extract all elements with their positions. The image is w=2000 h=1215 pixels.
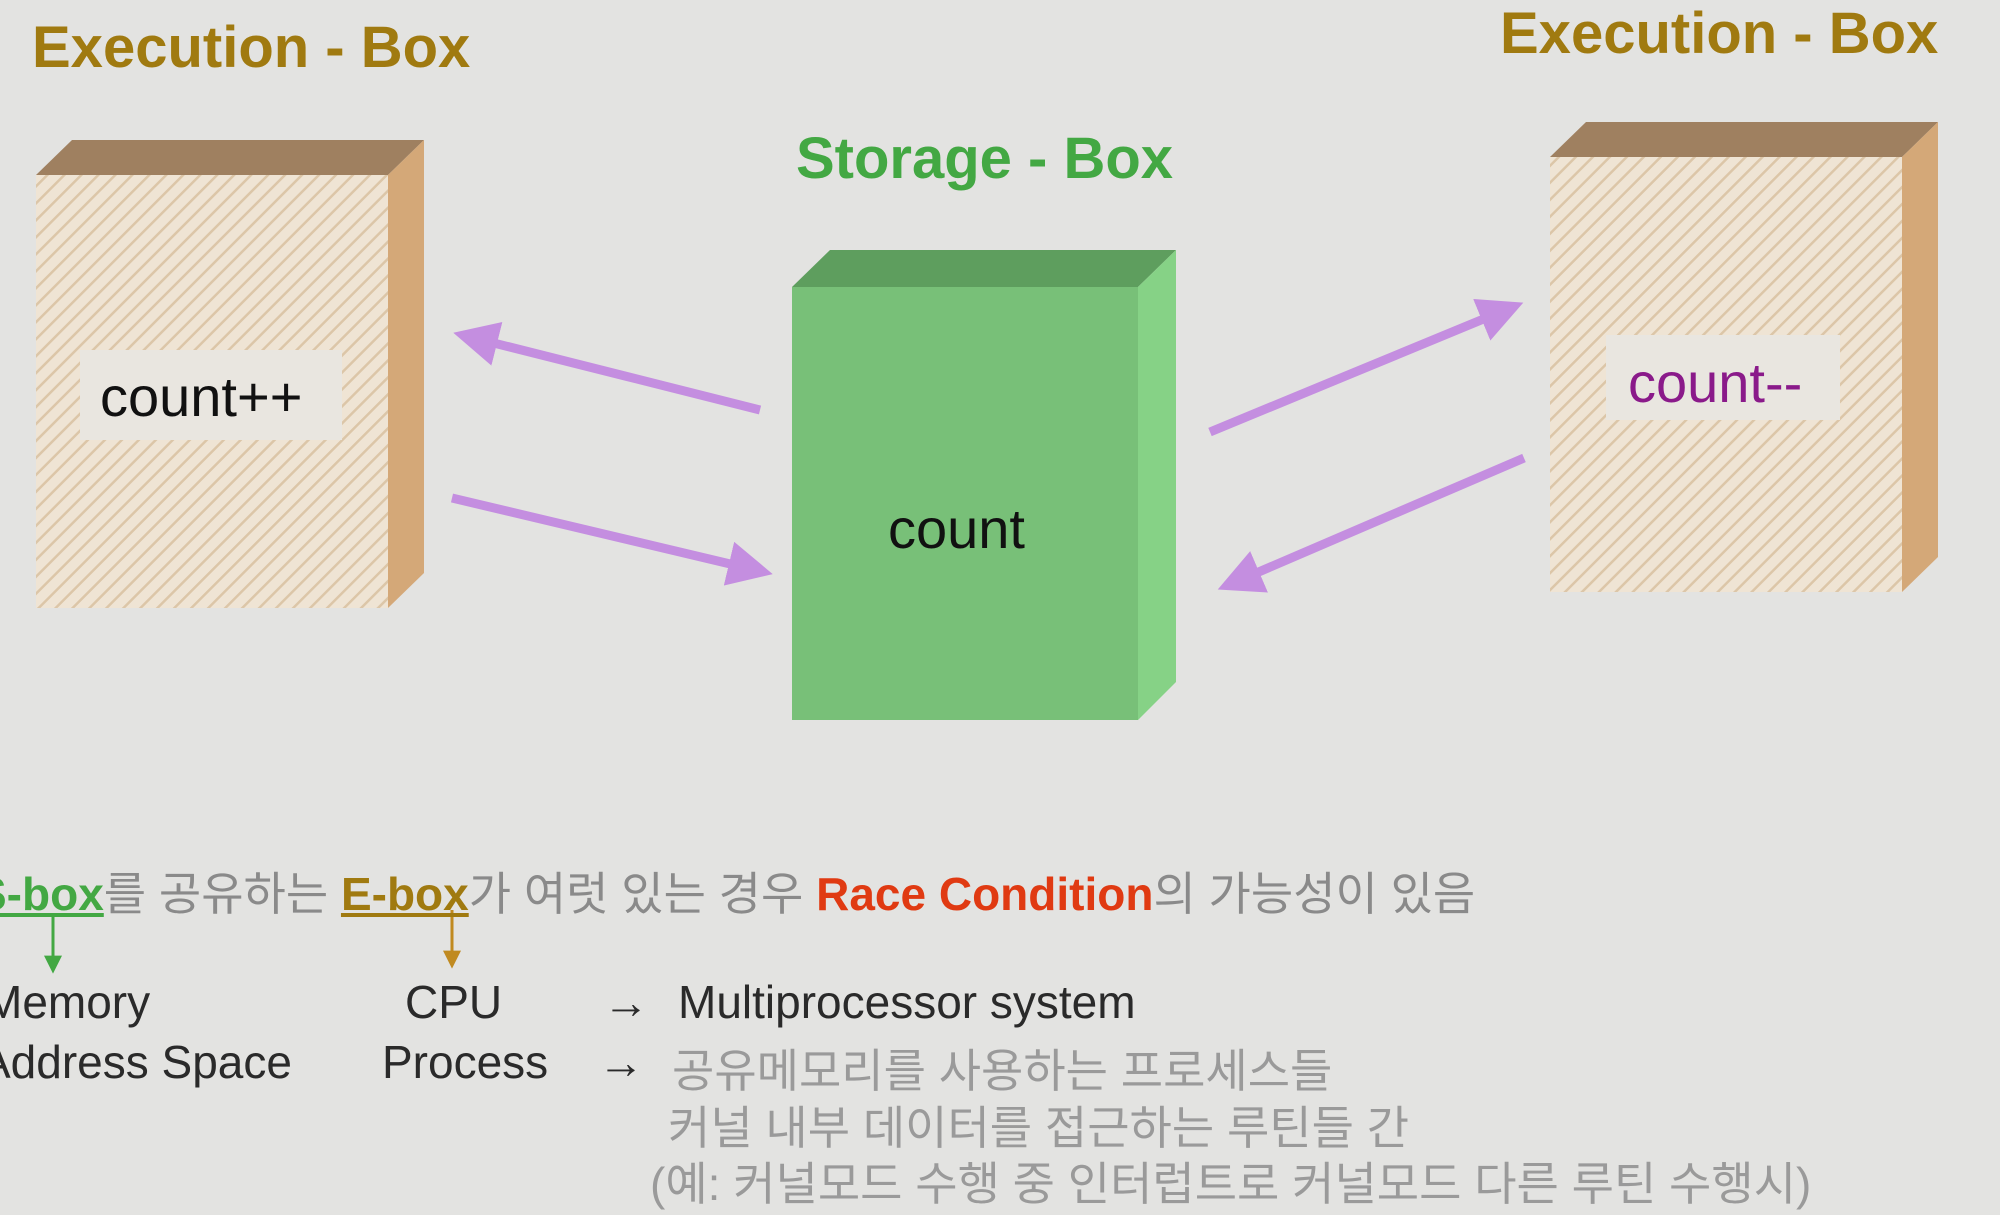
storage-title: Storage - Box <box>796 126 1174 191</box>
shared-memory-text: 공유메모리를 사용하는 프로세스들 <box>672 1045 1333 1097</box>
process-label: Process <box>382 1036 549 1088</box>
arrow-right-to-storage <box>1217 453 1526 593</box>
arrow-multiprocessor: → <box>603 976 649 1028</box>
statement-part-1: 를 공유하는 <box>103 868 341 920</box>
memory-label: Memory <box>0 976 151 1028</box>
ebox-term: E-box <box>340 868 469 920</box>
example-text: (예: 커널모드 수행 중 인터럽트로 커널모드 다른 루틴 수행시) <box>650 1158 1812 1210</box>
multiprocessor-text: Multiprocessor system <box>678 976 1136 1028</box>
arrow-storage-to-left <box>453 321 762 415</box>
race-condition-statement: S-box를 공유하는 E-box가 여럿 있는 경우 Race Conditi… <box>0 858 1475 924</box>
statement-part-2: 가 여럿 있는 경우 <box>468 868 817 920</box>
arrow-left-to-storage <box>450 493 773 586</box>
storage-box-label: count <box>888 497 1025 560</box>
left-execution-box <box>36 140 424 608</box>
arrow-storage-to-right <box>1208 298 1524 437</box>
right-execution-box <box>1550 122 1938 592</box>
cpu-label: CPU <box>405 976 503 1028</box>
storage-box <box>792 250 1176 720</box>
sbox-term: S-box <box>0 868 104 920</box>
statement-part-3: 의 가능성이 있음 <box>1153 868 1476 920</box>
kernel-routines-text: 커널 내부 데이터를 접근하는 루틴들 간 <box>668 1102 1410 1154</box>
arrow-process: → <box>598 1036 644 1088</box>
right-execution-title: Execution - Box <box>1500 1 1939 66</box>
address-space-label: Address Space <box>0 1036 292 1088</box>
left-execution-title: Execution - Box <box>32 15 471 80</box>
left-box-label: count++ <box>100 365 303 428</box>
race-condition-term: Race Condition <box>816 868 1154 920</box>
right-box-label: count-- <box>1628 351 1803 414</box>
